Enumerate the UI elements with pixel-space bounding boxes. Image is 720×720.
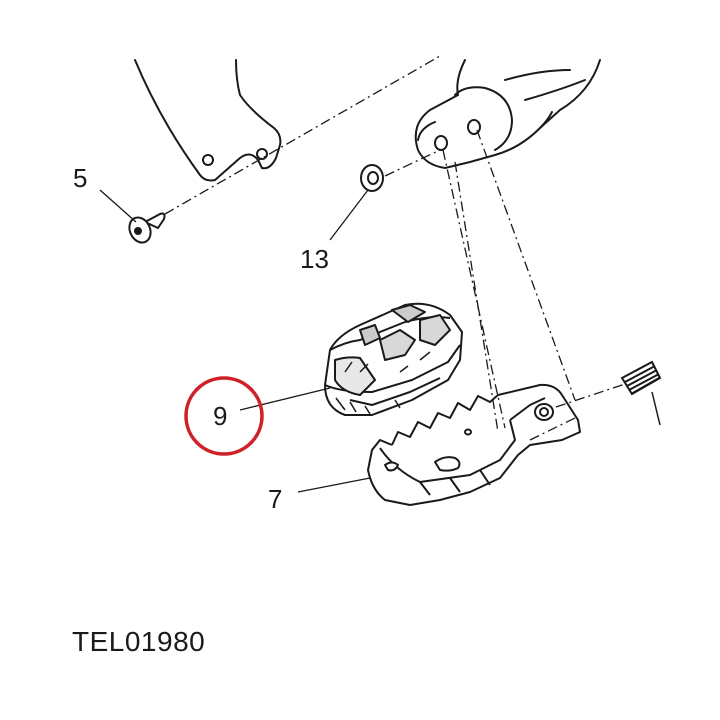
frame-bracket xyxy=(134,59,282,182)
assembly-lines xyxy=(164,55,626,441)
bolt-part-5 xyxy=(128,212,166,244)
highlight-ring-part-9 xyxy=(184,376,264,456)
upper-mount xyxy=(414,59,601,169)
leader-lines xyxy=(99,189,371,493)
drawing-reference-code: TEL01980 xyxy=(72,626,206,657)
callout-label-13: 13 xyxy=(300,244,329,274)
callout-label-9: 9 xyxy=(213,401,228,431)
callout-label-7: 7 xyxy=(268,484,283,514)
rubber-insert-part-9 xyxy=(324,302,463,416)
footpeg-part-7 xyxy=(367,383,581,506)
washer-part-13 xyxy=(360,164,384,192)
callout-label-5: 5 xyxy=(73,163,88,193)
spring-pin xyxy=(620,360,662,426)
